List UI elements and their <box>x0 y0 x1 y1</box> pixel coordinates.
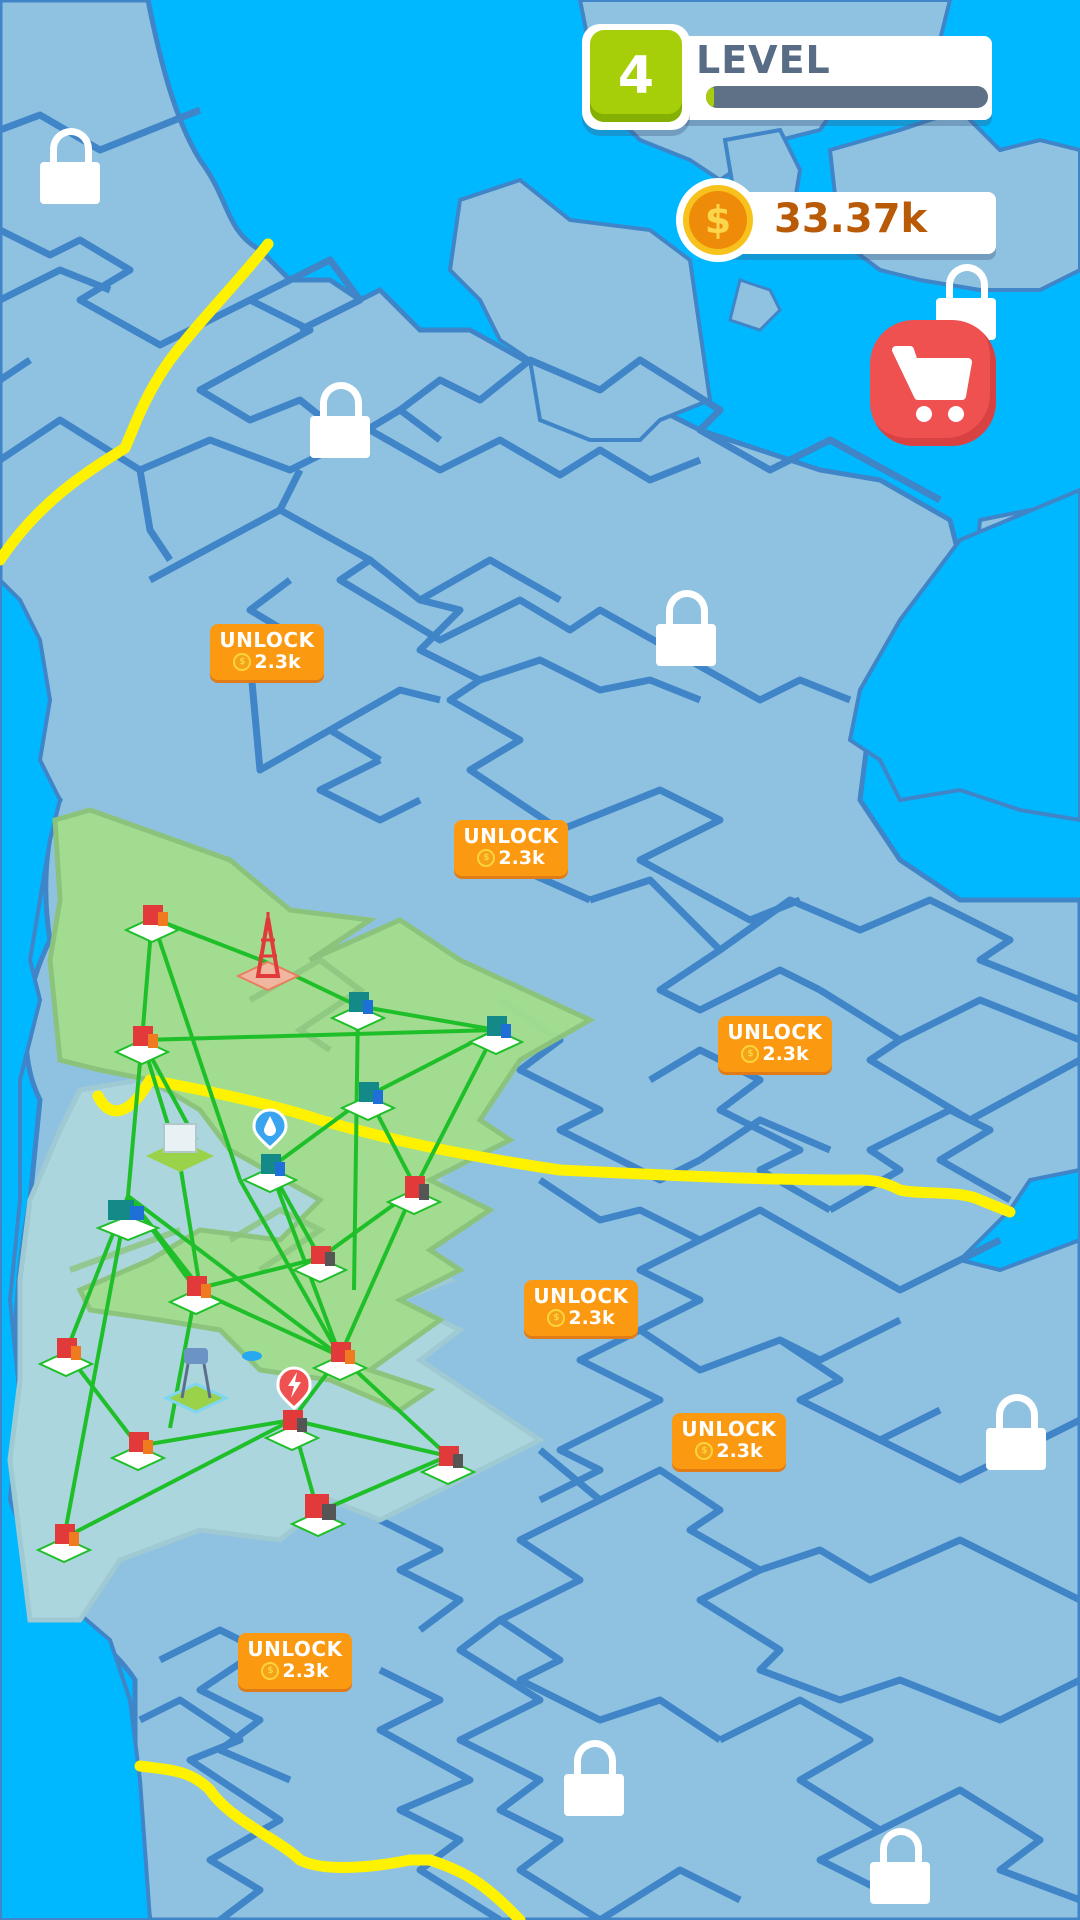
lock-body <box>564 1774 624 1816</box>
island-4 <box>728 278 782 332</box>
lock-icon[interactable] <box>870 1828 930 1904</box>
lock-shackle <box>50 128 92 171</box>
water-tower-icon <box>162 1348 230 1414</box>
region-borders <box>0 106 1080 1920</box>
lock-shackle <box>574 1740 616 1783</box>
unlock-region-button[interactable]: UNLOCK$2.3k <box>454 820 568 876</box>
lock-body <box>986 1428 1046 1470</box>
unlock-price: $2.3k <box>672 1440 786 1462</box>
lock-shackle <box>320 382 362 425</box>
lightning-bolt-icon <box>288 1372 301 1398</box>
unlock-label: UNLOCK <box>533 1284 629 1308</box>
lock-shackle <box>996 1394 1038 1437</box>
unlock-price-value: 2.3k <box>762 1043 809 1065</box>
coin-icon: $ <box>477 849 496 867</box>
lock-body <box>656 624 716 666</box>
unlock-region-button[interactable]: UNLOCK$2.3k <box>718 1016 832 1072</box>
lock-body <box>40 162 100 204</box>
level-number: 4 <box>590 30 682 122</box>
coin-balance-panel: 33.37k $ <box>676 178 996 268</box>
unlock-label: UNLOCK <box>681 1417 777 1441</box>
unlock-price: $2.3k <box>718 1043 832 1065</box>
shopping-cart-icon <box>892 346 972 422</box>
buildings <box>35 905 525 1564</box>
unlock-region-button[interactable]: UNLOCK$2.3k <box>210 624 324 680</box>
unlocked-region-green <box>47 807 596 1413</box>
unlock-price-value: 2.3k <box>716 1440 763 1462</box>
dollar-coin-icon: $ <box>676 178 760 262</box>
unlock-price-value: 2.3k <box>568 1307 615 1329</box>
lock-shackle <box>666 590 708 633</box>
lock-icon[interactable] <box>986 1394 1046 1470</box>
unlock-region-button[interactable]: UNLOCK$2.3k <box>672 1413 786 1469</box>
unlock-label: UNLOCK <box>727 1020 823 1044</box>
unlock-price-value: 2.3k <box>254 651 301 673</box>
lock-icon[interactable] <box>564 1740 624 1816</box>
level-badge: 4 <box>582 24 690 130</box>
coin-bar-background <box>726 192 996 254</box>
lock-icon[interactable] <box>40 128 100 204</box>
water-drop-icon <box>264 1116 276 1136</box>
coin-icon: $ <box>741 1045 760 1063</box>
coin-icon: $ <box>233 653 252 671</box>
lock-body <box>870 1862 930 1904</box>
unlock-price: $2.3k <box>238 1660 352 1682</box>
coin-icon: $ <box>261 1662 280 1680</box>
unlock-region-button[interactable]: UNLOCK$2.3k <box>238 1633 352 1689</box>
water-drop-pin[interactable] <box>252 1108 288 1150</box>
pond <box>242 1351 262 1361</box>
island-1 <box>447 177 713 442</box>
unlock-price-value: 2.3k <box>498 847 545 869</box>
level-panel: LEVEL 4 <box>582 24 1002 134</box>
unlock-price-value: 2.3k <box>282 1660 329 1682</box>
level-progress-fill <box>706 86 715 108</box>
lock-icon[interactable] <box>656 590 716 666</box>
greenhouse <box>146 1123 214 1172</box>
level-progress-bar <box>706 86 988 108</box>
coin-balance: 33.37k <box>774 196 928 242</box>
shop-button[interactable] <box>870 320 996 446</box>
lock-shackle <box>946 264 988 307</box>
unlock-price: $2.3k <box>454 847 568 869</box>
unlock-label: UNLOCK <box>219 628 315 652</box>
unlock-price: $2.3k <box>210 651 324 673</box>
east-lake <box>847 487 1080 823</box>
coin-icon: $ <box>695 1442 714 1460</box>
level-label: LEVEL <box>696 38 831 82</box>
coin-icon: $ <box>547 1309 566 1327</box>
radio-tower-icon <box>235 912 301 992</box>
unlock-region-button[interactable]: UNLOCK$2.3k <box>524 1280 638 1336</box>
unlock-price: $2.3k <box>524 1307 638 1329</box>
power-pin[interactable] <box>276 1366 312 1411</box>
lock-shackle <box>880 1828 922 1871</box>
lock-body <box>310 416 370 458</box>
unlock-label: UNLOCK <box>247 1637 343 1661</box>
house-red <box>123 905 181 944</box>
lock-icon[interactable] <box>310 382 370 458</box>
unlock-label: UNLOCK <box>463 824 559 848</box>
